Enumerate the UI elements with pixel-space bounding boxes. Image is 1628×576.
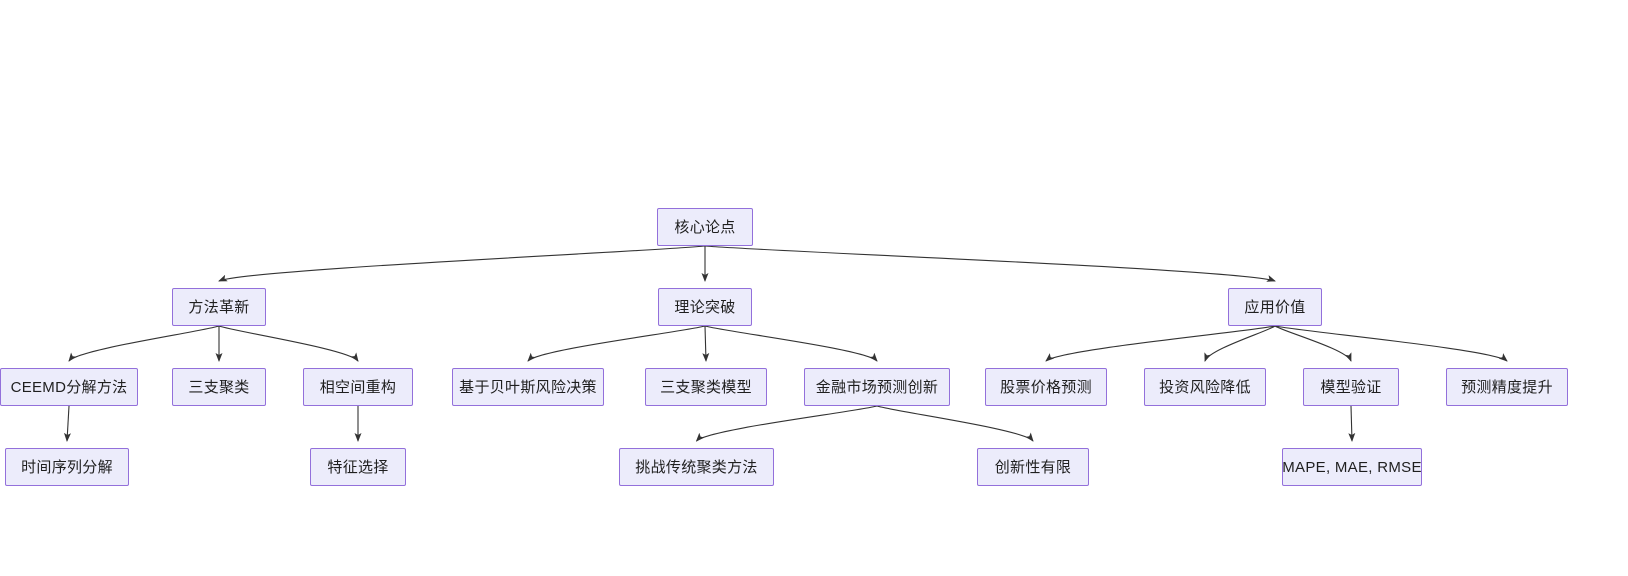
edge-b3-to-c8	[1204, 325, 1276, 362]
node-c7[interactable]: 股票价格预测	[985, 368, 1107, 406]
edge-c6-to-d4	[876, 405, 1034, 442]
node-label: 方法革新	[188, 298, 250, 316]
node-b2[interactable]: 理论突破	[658, 288, 752, 326]
edge-root-to-b1	[218, 245, 706, 282]
node-label: 金融市场预测创新	[815, 378, 939, 396]
node-label: 三支聚类	[188, 378, 250, 396]
edge-b1-to-c3	[218, 325, 359, 362]
node-label: 挑战传统聚类方法	[635, 458, 758, 476]
edge-b2-to-c6	[704, 325, 878, 362]
node-c3[interactable]: 相空间重构	[303, 368, 413, 406]
node-root[interactable]: 核心论点	[657, 208, 753, 246]
node-label: MAPE, MAE, RMSE	[1282, 458, 1422, 476]
edge-b3-to-c7	[1045, 325, 1276, 362]
node-label: 基于贝叶斯风险决策	[459, 378, 597, 396]
node-c9[interactable]: 模型验证	[1303, 368, 1399, 406]
node-b1[interactable]: 方法革新	[172, 288, 266, 326]
node-label: 时间序列分解	[21, 458, 113, 476]
node-b3[interactable]: 应用价值	[1228, 288, 1322, 326]
edge-c6-to-d3	[695, 405, 878, 442]
node-label: 三支聚类模型	[660, 378, 752, 396]
node-d2[interactable]: 特征选择	[310, 448, 406, 486]
node-label: 股票价格预测	[1000, 378, 1092, 396]
edge-b2-to-c5	[702, 325, 710, 362]
node-label: 相空间重构	[319, 378, 397, 396]
edge-group	[63, 245, 1508, 442]
node-c2[interactable]: 三支聚类	[172, 368, 266, 406]
node-label: 模型验证	[1320, 378, 1382, 396]
edge-b3-to-c10	[1274, 325, 1508, 362]
node-c10[interactable]: 预测精度提升	[1446, 368, 1568, 406]
edge-b3-to-c9	[1274, 325, 1352, 362]
node-c6[interactable]: 金融市场预测创新	[804, 368, 950, 406]
node-label: CEEMD分解方法	[10, 378, 128, 396]
node-label: 创新性有限	[994, 458, 1072, 476]
node-label: 理论突破	[674, 298, 736, 316]
edge-b1-to-c1	[68, 325, 220, 362]
node-d3[interactable]: 挑战传统聚类方法	[619, 448, 774, 486]
node-c1[interactable]: CEEMD分解方法	[0, 368, 138, 406]
edge-root-to-b3	[704, 245, 1276, 282]
node-d4[interactable]: 创新性有限	[977, 448, 1089, 486]
node-label: 特征选择	[327, 458, 389, 476]
node-c4[interactable]: 基于贝叶斯风险决策	[452, 368, 604, 406]
node-c5[interactable]: 三支聚类模型	[645, 368, 767, 406]
node-label: 投资风险降低	[1159, 378, 1251, 396]
node-c8[interactable]: 投资风险降低	[1144, 368, 1266, 406]
edge-b2-to-c4	[527, 325, 706, 362]
node-label: 应用价值	[1244, 298, 1306, 316]
edge-c9-to-d5	[1348, 405, 1356, 442]
node-label: 核心论点	[674, 218, 736, 236]
node-d5[interactable]: MAPE, MAE, RMSE	[1282, 448, 1422, 486]
node-d1[interactable]: 时间序列分解	[5, 448, 129, 486]
node-label: 预测精度提升	[1461, 378, 1553, 396]
edge-c1-to-d1	[63, 405, 71, 442]
